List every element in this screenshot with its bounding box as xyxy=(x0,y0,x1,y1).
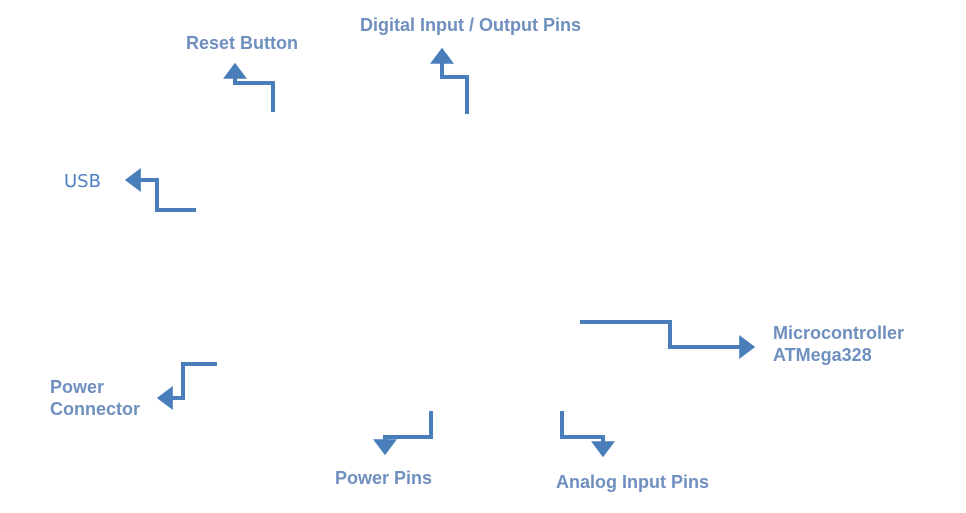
reset-button-label: Reset Button xyxy=(186,33,298,53)
digital-io-arrow xyxy=(430,47,469,114)
power-connector-label: Power Connector xyxy=(50,376,140,420)
power-connector-label-line1: Power xyxy=(50,377,105,397)
usb-arrow xyxy=(124,168,196,212)
microcontroller-label-line2: ATMega328 xyxy=(773,345,872,365)
microcontroller-label: Microcontroller ATMega328 xyxy=(773,322,904,366)
power-pins-label: Power Pins xyxy=(335,468,433,488)
microcontroller-arrow xyxy=(580,320,756,359)
microcontroller-label-line1: Microcontroller xyxy=(773,323,905,343)
analog-input-pins-arrow xyxy=(560,411,615,458)
power-pins-arrow xyxy=(373,411,433,456)
analog-input-pins-label: Analog Input Pins xyxy=(556,472,709,492)
reset-button-arrow xyxy=(223,62,275,112)
digital-io-label: Digital Input / Output Pins xyxy=(360,15,581,35)
power-connector-arrow xyxy=(156,362,217,410)
usb-label: USB xyxy=(64,171,101,192)
power-connector-label-line2: Connector xyxy=(50,399,140,419)
